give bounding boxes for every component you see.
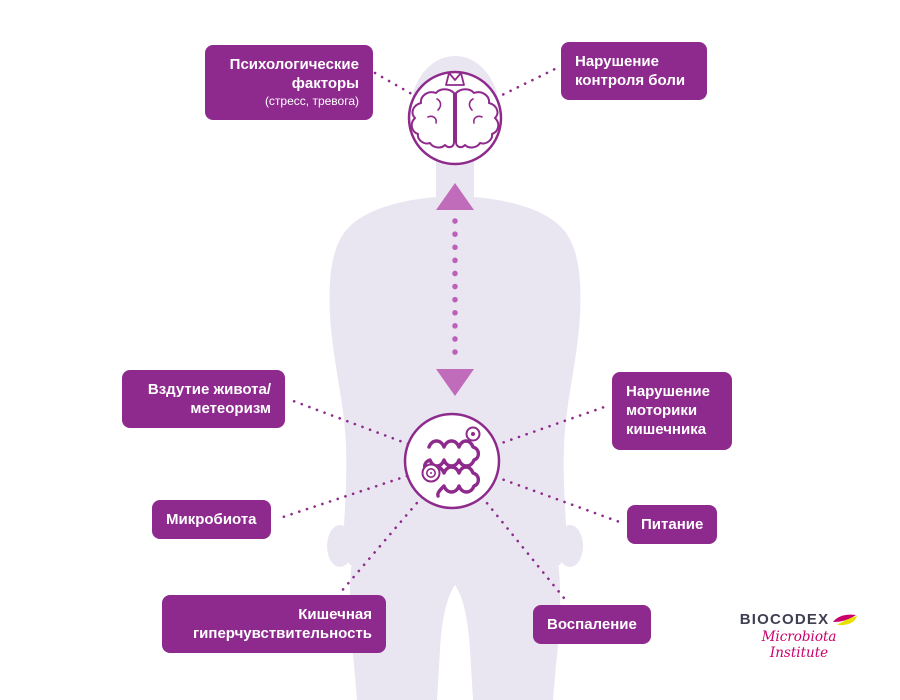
biocodex-logo: BIOCODEX Microbiota Institute <box>733 611 865 661</box>
brain-icon <box>407 70 503 166</box>
biocodex-leaf-icon <box>833 614 858 626</box>
connector-brain-pain <box>494 65 561 100</box>
logo-brand: BIOCODEX <box>739 611 830 628</box>
connector-psych-brain <box>373 71 419 99</box>
double-headed-dotted-arrow-icon <box>436 183 474 396</box>
label-nutrition: Питание <box>627 505 718 545</box>
label-hypersensitivity: Кишечная гиперчувствительность <box>162 595 386 654</box>
connector-gut-inflammation <box>480 495 570 605</box>
label-microbiota: Микробиота <box>152 500 271 540</box>
logo-subtitle: Microbiota Institute <box>761 629 837 661</box>
label-psychological-factors: Психологические факторы (стресс, тревога… <box>205 45 373 120</box>
connector-gut-hypersensitivity <box>338 495 424 595</box>
label-text: Психологические факторы <box>229 56 359 93</box>
label-bloating: Вздутие живота/ метеоризм <box>122 370 285 429</box>
connector-gut-nutrition <box>494 475 627 526</box>
intestine-icon <box>403 412 501 510</box>
label-motility: Нарушение моторики кишечника <box>612 372 732 450</box>
label-inflammation: Воспаление <box>533 605 651 645</box>
connector-gut-bloating <box>286 397 410 446</box>
connector-gut-microbiota <box>275 474 409 521</box>
label-pain-control: Нарушение контроля боли <box>561 42 707 101</box>
label-subtext: (стресс, тревога) <box>264 94 359 109</box>
connector-lines <box>275 65 627 605</box>
